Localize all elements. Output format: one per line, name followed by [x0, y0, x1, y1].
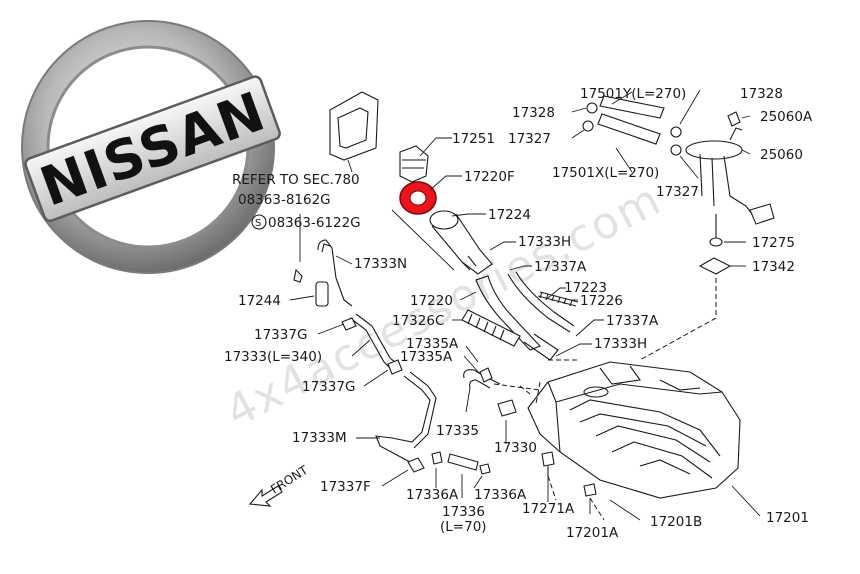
- nissan-logo: NISSAN: [21, 20, 281, 274]
- label-17223: 17223: [564, 280, 607, 296]
- label-17333N: 17333N: [354, 256, 407, 272]
- label-17201A: 17201A: [566, 525, 619, 541]
- tube-17335-part: [463, 367, 501, 389]
- breather-tube-part: [507, 271, 575, 333]
- part-labels: 17251 17220F 17224 17333H 17337A 17223 1…: [224, 86, 813, 541]
- label-17337F: 17337F: [320, 479, 371, 495]
- clamps-left-part: [582, 102, 598, 132]
- fuel-tank-part: [527, 361, 741, 499]
- label-17328-right: 17328: [740, 86, 783, 102]
- label-17327-left: 17327: [508, 131, 551, 147]
- label-17271A: 17271A: [522, 501, 575, 517]
- label-17333H-mid: 17333H: [594, 336, 647, 352]
- bolt-25060A-part: [727, 111, 741, 127]
- front-arrow-icon: [248, 485, 283, 507]
- filler-neck-part: [429, 210, 493, 275]
- label-17501Y: 17501Y(L=270): [580, 86, 686, 102]
- label-17330: 17330: [494, 440, 537, 456]
- highlighted-gasket-part: [399, 181, 437, 215]
- label-17501X: 17501X(L=270): [552, 165, 659, 181]
- dashed-connectors: [493, 278, 717, 521]
- label-17327-right: 17327: [656, 184, 699, 200]
- hose-17336-part: [431, 451, 491, 475]
- label-bolt-6122G: 08363-6122G: [268, 215, 361, 231]
- tube-17333M-part: [375, 371, 437, 463]
- label-17335A-2: 17335A: [400, 349, 453, 365]
- label-17251: 17251: [452, 131, 495, 147]
- label-17336-length: (L=70): [440, 519, 487, 535]
- label-17201B: 17201B: [650, 514, 702, 530]
- label-17220: 17220: [410, 293, 453, 309]
- label-17337A-mid: 17337A: [606, 313, 659, 329]
- grommet-17330-part: [497, 399, 517, 417]
- label-17224: 17224: [488, 207, 531, 223]
- circled-s-symbol: S: [251, 214, 267, 230]
- spring-part: [537, 291, 579, 307]
- label-17244: 17244: [238, 293, 281, 309]
- strap-17201A-part: [583, 483, 597, 497]
- label-25060A: 25060A: [760, 109, 813, 125]
- label-17336: 17336: [442, 504, 485, 520]
- label-front: FRONT: [268, 463, 311, 497]
- hose-17501Y-part: [597, 95, 665, 145]
- label-17275: 17275: [752, 235, 795, 251]
- label-17328-left: 17328: [512, 105, 555, 121]
- label-17220F: 17220F: [464, 169, 515, 185]
- label-17337G-1: 17337G: [254, 327, 307, 343]
- label-17226: 17226: [580, 293, 623, 309]
- label-17333M: 17333M: [292, 430, 347, 446]
- leader-lines: [289, 89, 761, 521]
- label-17333H-top: 17333H: [518, 234, 571, 250]
- label-17336A-1: 17336A: [406, 487, 459, 503]
- label-17335: 17335: [436, 423, 479, 439]
- label-25060: 25060: [760, 147, 803, 163]
- filler-pipe-part: [475, 275, 559, 361]
- label-17337G-2: 17337G: [302, 379, 355, 395]
- label-17333-length: 17333(L=340): [224, 349, 322, 365]
- clip-17337F-part: [407, 457, 425, 473]
- clamp-17244-part: [293, 268, 329, 307]
- svg-text:S: S: [255, 218, 261, 229]
- clamps-right-part: [670, 126, 682, 156]
- sender-17275-part: [709, 214, 723, 247]
- label-17342: 17342: [752, 259, 795, 275]
- label-17326C: 17326C: [392, 313, 444, 329]
- tube-17333N-part: [317, 239, 353, 307]
- label-17337A-top: 17337A: [534, 259, 587, 275]
- filler-hose-part: [461, 309, 521, 347]
- gasket-17342-part: [698, 257, 732, 275]
- label-17201: 17201: [766, 510, 809, 526]
- label-bolt-8162G: 08363-8162G: [238, 192, 331, 208]
- label-17336A-2: 17336A: [474, 487, 527, 503]
- tube-17333-part: [341, 313, 403, 375]
- bracket-part: [329, 91, 379, 173]
- label-17335A-1: 17335A: [406, 336, 459, 352]
- label-refer-section: REFER TO SEC.780: [232, 172, 360, 188]
- fuel-pump-25060-part: [685, 127, 775, 225]
